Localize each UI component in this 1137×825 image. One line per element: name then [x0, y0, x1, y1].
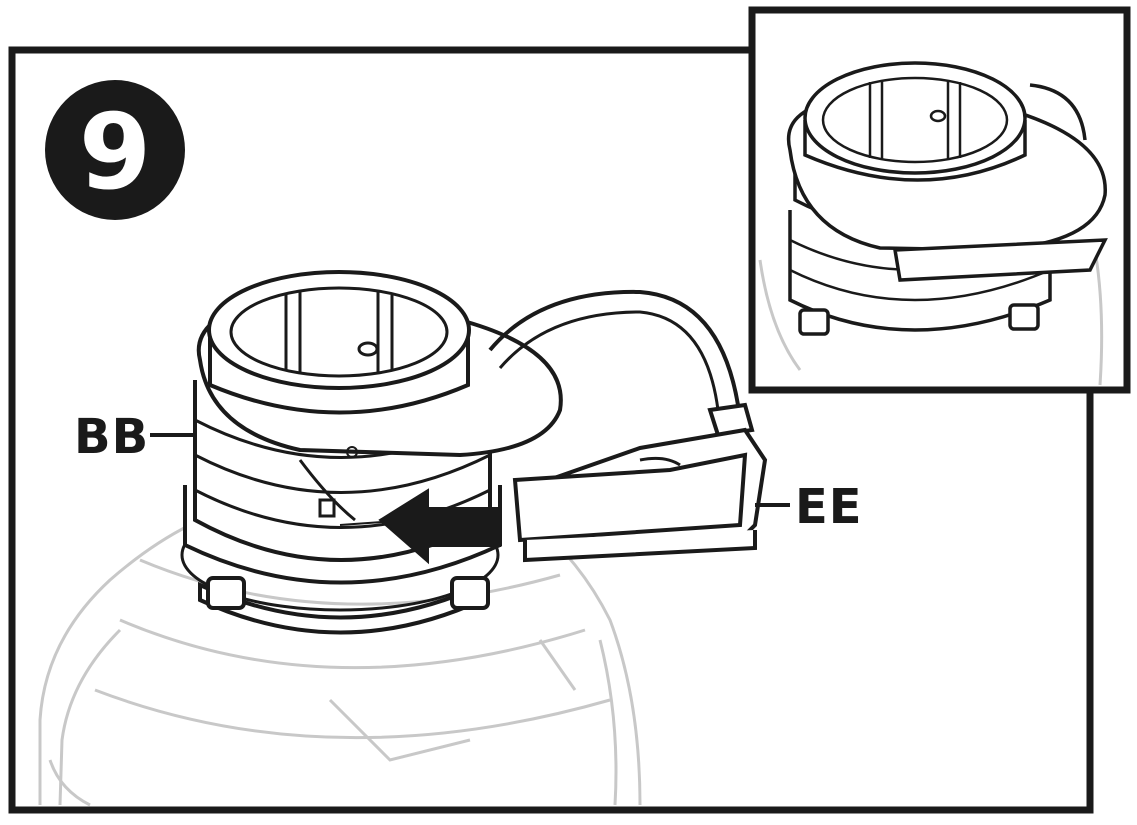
step-number: 9: [79, 91, 151, 213]
label-ee: EE: [795, 479, 863, 535]
plate-screw: [346, 446, 358, 458]
inset-detail: [748, 6, 1131, 394]
arrow-tip-line: [339, 521, 383, 526]
connector-clip: [512, 402, 768, 563]
inlet-cylinder: [207, 270, 471, 415]
arrow-left-icon: [378, 488, 501, 565]
cord-loop-inner: [498, 310, 720, 411]
label-bb: BB: [74, 409, 149, 465]
step-badge: [45, 80, 185, 220]
cord-loop-outer: [488, 289, 740, 406]
